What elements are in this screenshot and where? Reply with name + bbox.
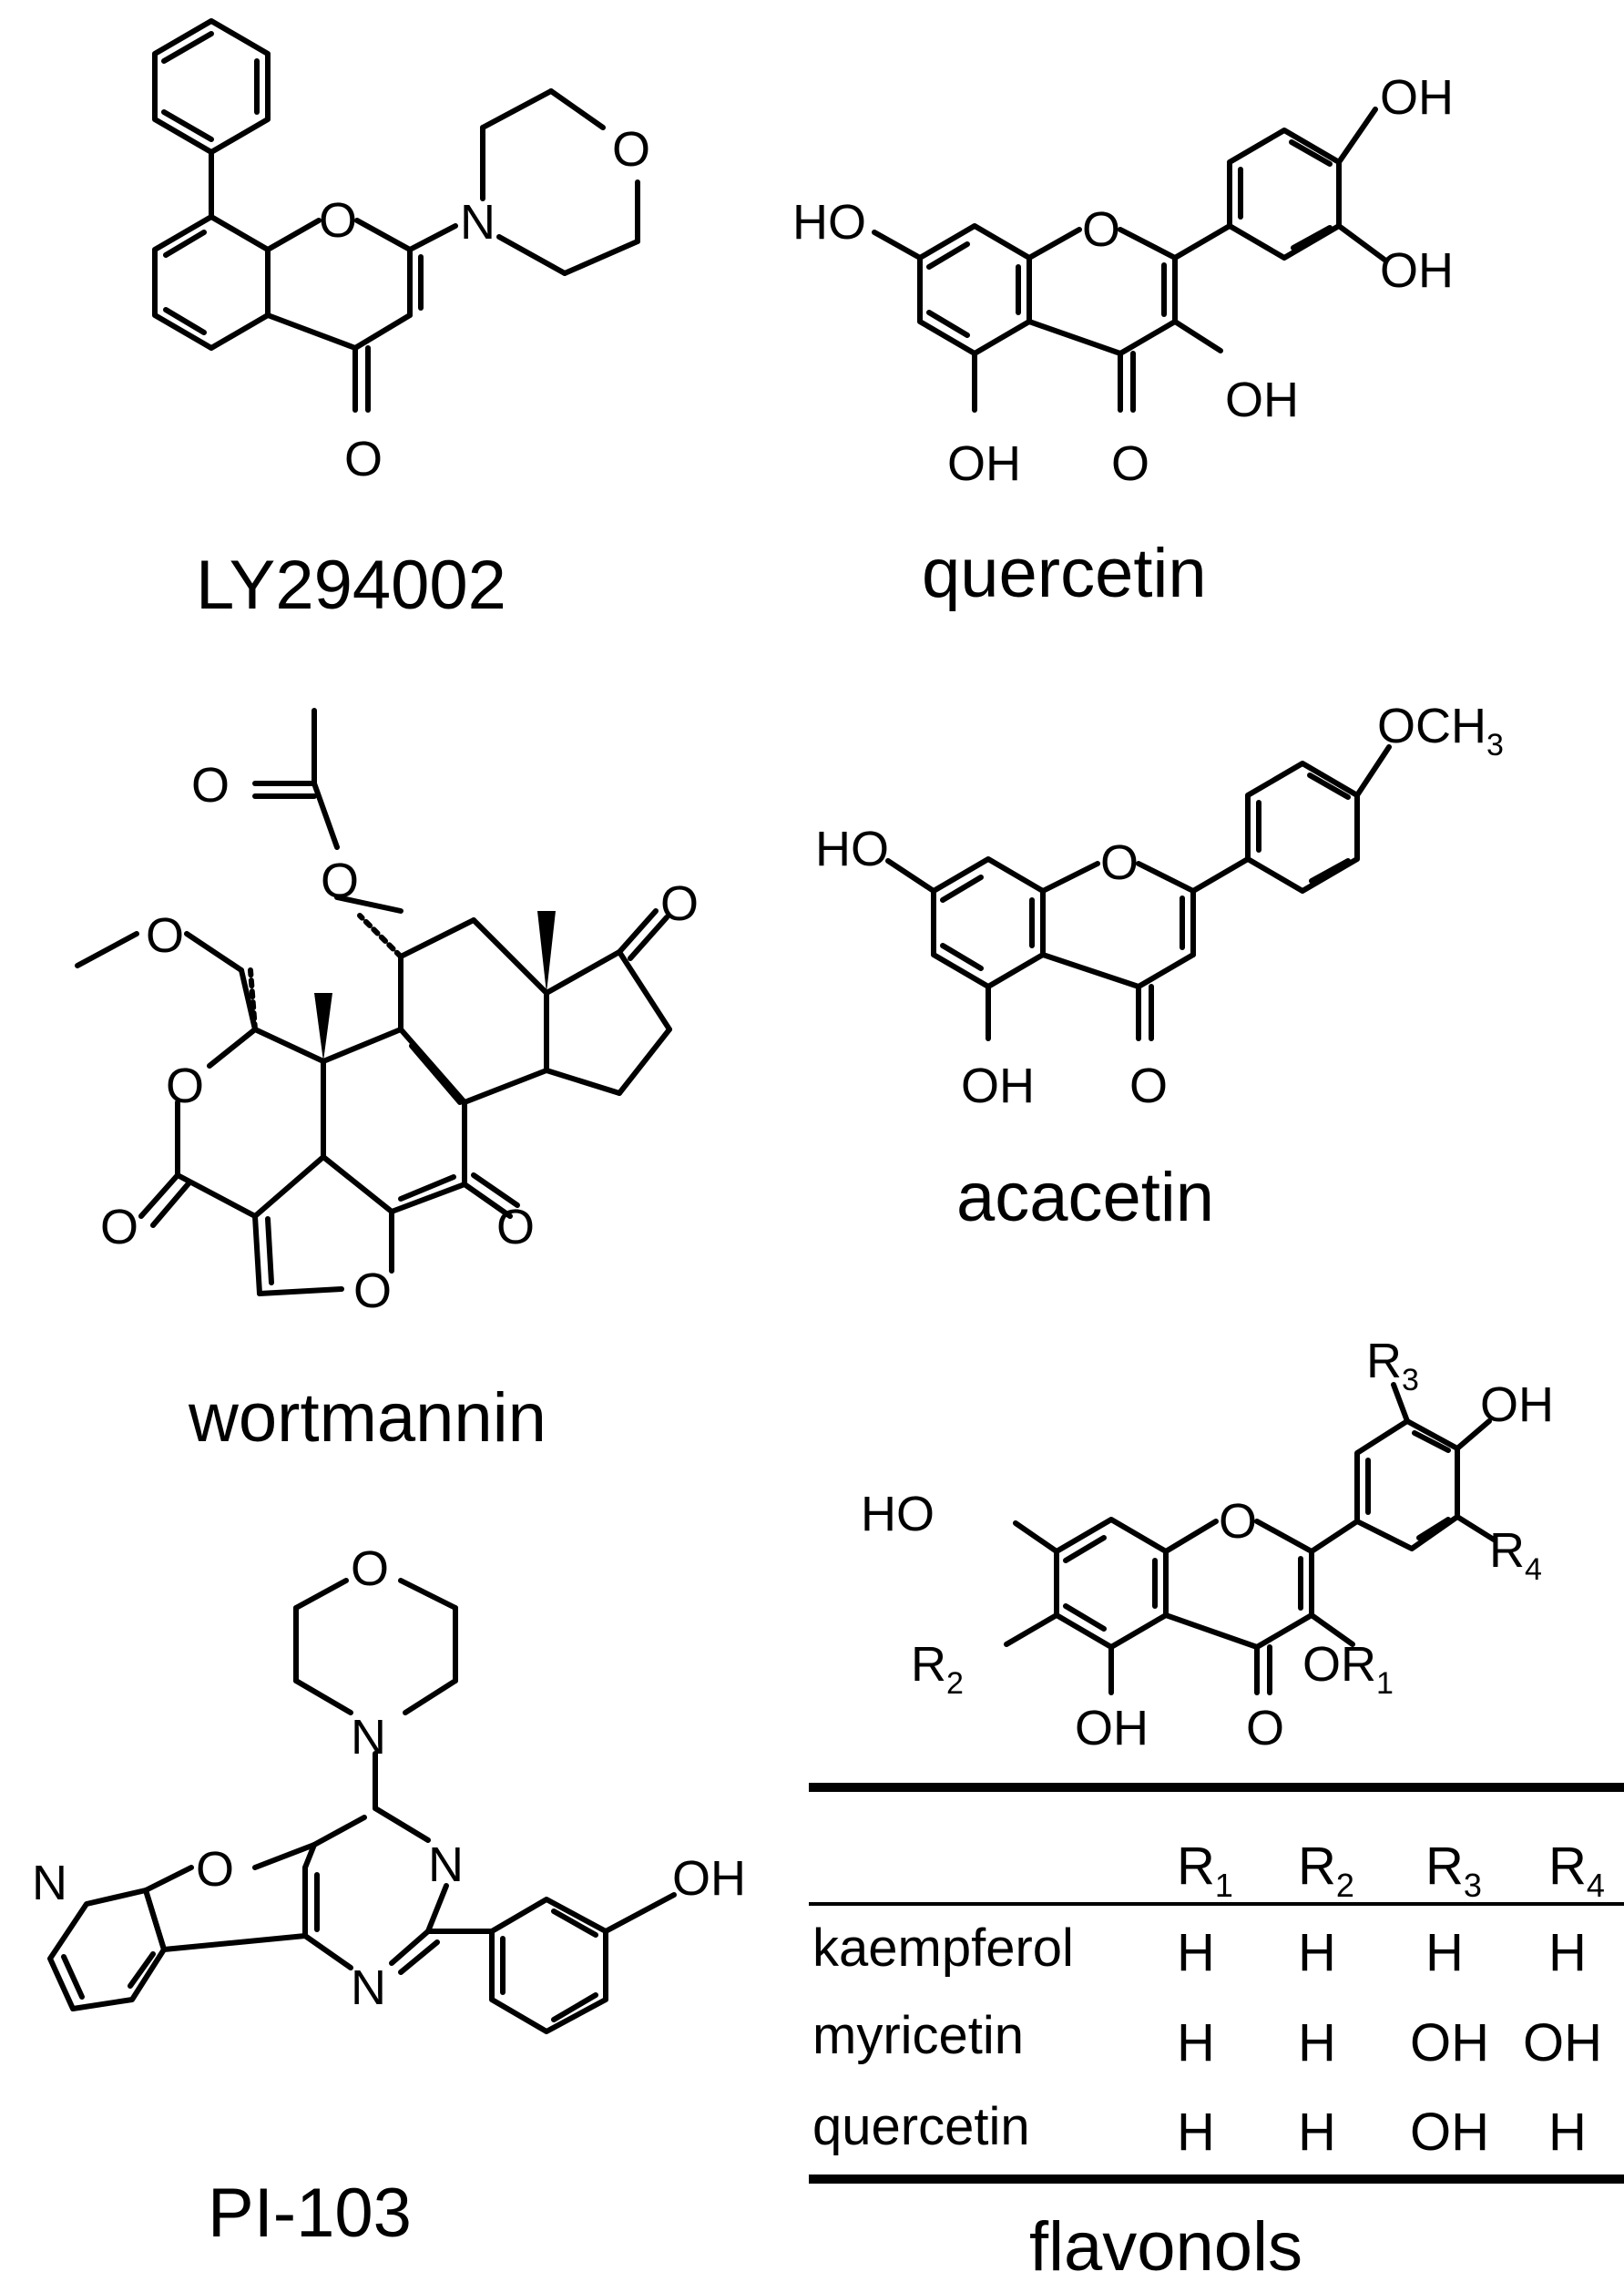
- flavonol-r4-label: R4: [1489, 1523, 1542, 1587]
- table-row: kaempferol H H H H: [812, 1919, 1587, 1982]
- pi103-structure: [47, 1578, 677, 2034]
- pi103-oh-label: OH: [672, 1851, 746, 1906]
- wortmannin-acetyl-oxygen-label: O: [191, 758, 230, 813]
- ly294002-structure: [152, 18, 640, 413]
- table-header-r3: R3: [1425, 1837, 1482, 1904]
- wortmannin-methoxy-oxygen-label: O: [146, 908, 184, 963]
- pi103-furan-oxygen-label: O: [196, 1842, 234, 1897]
- wortmannin-lactone-carbonyl-label: O: [100, 1200, 138, 1254]
- acacetin-carbonyl-oxygen-label: O: [1129, 1059, 1168, 1113]
- table-row: quercetin H H OH H: [812, 2097, 1587, 2162]
- table-cell: OH: [1410, 2013, 1489, 2072]
- caption-wortmannin: wortmannin: [188, 1379, 546, 1457]
- wortmannin-structure: [75, 708, 672, 1296]
- table-cell: H: [1298, 2103, 1336, 2162]
- flavonol-or1-label: OR1: [1302, 1637, 1394, 1701]
- caption-acacetin: acacetin: [956, 1159, 1214, 1236]
- table-header-r1: R1: [1177, 1837, 1233, 1904]
- quercetin-ring-oxygen-label: O: [1082, 202, 1120, 257]
- table-cell: H: [1177, 2013, 1215, 2072]
- quercetin-ho-label: HO: [792, 195, 866, 250]
- table-cell: H: [1177, 2103, 1215, 2162]
- ly-morpholine-nitrogen-label: N: [460, 195, 495, 250]
- table-cell: OH: [1410, 2103, 1489, 2162]
- wortmannin-cyclopentanone-oxygen-label: O: [660, 876, 699, 931]
- flavonol-carbonyl-oxygen-label: O: [1246, 1701, 1284, 1755]
- pi103-pyridine-nitrogen-label: N: [32, 1856, 67, 1910]
- flavonol-r3-label: R3: [1366, 1334, 1419, 1397]
- flavonol-scaffold-structure: [1004, 1382, 1496, 1695]
- table-cell: H: [1425, 1923, 1464, 1982]
- ly-carbonyl-oxygen-label: O: [344, 432, 383, 486]
- acacetin-ring-oxygen-label: O: [1100, 835, 1139, 890]
- caption-flavonols: flavonols: [1029, 2208, 1302, 2282]
- flavonol-ho-label: HO: [861, 1487, 935, 1541]
- table-row: myricetin H H OH OH: [812, 2006, 1602, 2072]
- wortmannin-lactone-oxygen-label: O: [166, 1059, 204, 1113]
- pi103-morpholine-nitrogen-label: N: [351, 1710, 386, 1765]
- acacetin-methoxy-label: OCH3: [1377, 699, 1504, 762]
- pi103-pyrimidine-n1-label: N: [428, 1837, 464, 1892]
- flavonol-r2-label: R2: [911, 1637, 964, 1701]
- quercetin-oh-3-label: OH: [1225, 373, 1299, 427]
- flavonol-oh-label: OH: [1480, 1377, 1554, 1432]
- ly-morpholine-oxygen-label: O: [612, 122, 650, 177]
- quercetin-oh-4p-label: OH: [1380, 70, 1454, 125]
- table-row-name: kaempferol: [812, 1919, 1074, 1978]
- pi103-morpholine-oxygen-label: O: [351, 1541, 389, 1596]
- table-cell: OH: [1523, 2013, 1602, 2072]
- table-cell: H: [1298, 2013, 1336, 2072]
- acacetin-ho-label: HO: [815, 822, 889, 876]
- table-row-name: quercetin: [812, 2097, 1030, 2156]
- caption-ly294002: LY294002: [196, 547, 506, 624]
- quercetin-structure: [872, 107, 1387, 413]
- quercetin-carbonyl-oxygen-label: O: [1111, 436, 1149, 491]
- flavonol-oh-5-label: OH: [1075, 1701, 1149, 1755]
- table-row-name: myricetin: [812, 2006, 1024, 2065]
- table-cell: H: [1177, 1923, 1215, 1982]
- table-header-r2: R2: [1298, 1837, 1354, 1904]
- acacetin-oh-5-label: OH: [961, 1059, 1035, 1113]
- table-header-row: R1 R2 R3 R4: [1177, 1837, 1605, 1904]
- ly-ring-oxygen-label: O: [319, 193, 357, 248]
- wortmannin-ketone-oxygen-label: O: [496, 1200, 535, 1254]
- acacetin-structure: [885, 744, 1392, 1041]
- wortmannin-ester-oxygen-label: O: [321, 854, 359, 908]
- table-cell: H: [1548, 2103, 1587, 2162]
- table-cell: H: [1298, 1923, 1336, 1982]
- quercetin-oh-5-label: OH: [947, 436, 1021, 491]
- table-cell: H: [1548, 1923, 1587, 1982]
- quercetin-oh-3p-label: OH: [1380, 243, 1454, 298]
- flavonol-ring-oxygen-label: O: [1219, 1494, 1257, 1549]
- caption-quercetin: quercetin: [922, 535, 1207, 612]
- table-header-r4: R4: [1548, 1837, 1605, 1904]
- wortmannin-furan-oxygen-label: O: [353, 1264, 392, 1318]
- pi103-pyrimidine-n2-label: N: [351, 1960, 386, 2015]
- caption-pi103: PI-103: [208, 2175, 412, 2252]
